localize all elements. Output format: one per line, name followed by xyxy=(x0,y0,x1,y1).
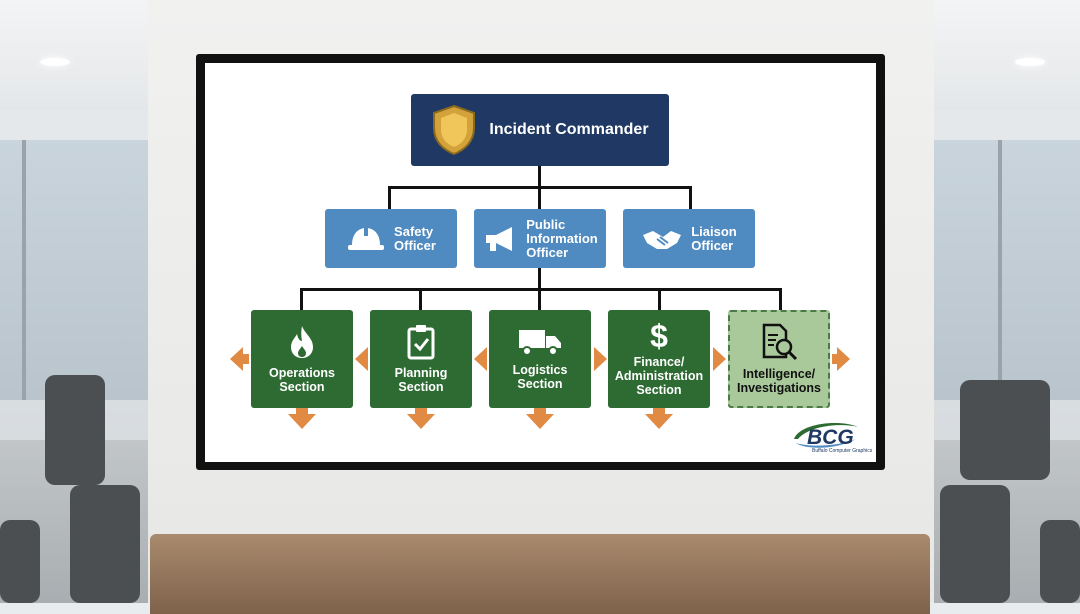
right-arrow-icon xyxy=(713,347,726,371)
down-arrow-icon xyxy=(407,414,435,429)
safety-officer-line2: Officer xyxy=(394,237,436,253)
connector-line xyxy=(300,288,303,310)
connector-line xyxy=(658,288,661,310)
window-mullion xyxy=(22,140,26,400)
left-arrow-icon xyxy=(230,347,243,371)
incident-commander-label: Incident Commander xyxy=(489,121,649,138)
safety-officer-line1: Safety xyxy=(394,223,434,239)
incident-commander-box: Incident Commander xyxy=(411,94,669,166)
right-arrow-icon xyxy=(837,347,850,371)
connector-line xyxy=(779,288,782,310)
chair xyxy=(45,375,105,485)
ceiling-light xyxy=(1015,58,1045,66)
connector-line xyxy=(538,288,541,310)
intel-line1: Intelligence/ xyxy=(742,367,816,381)
flame-icon xyxy=(287,324,317,360)
right-arrow-icon xyxy=(594,347,607,371)
arrow-stem xyxy=(243,354,249,364)
document-search-icon xyxy=(760,323,798,361)
chair xyxy=(960,380,1050,480)
truck-icon xyxy=(518,327,562,357)
connector-line xyxy=(538,186,541,209)
logistics-section-box: Logistics Section xyxy=(489,310,591,408)
operations-line2: Section xyxy=(279,380,325,394)
planning-section-box: Planning Section xyxy=(370,310,472,408)
logo-text: BCG xyxy=(807,426,854,449)
handshake-icon xyxy=(641,225,683,253)
clipboard-check-icon xyxy=(406,324,436,360)
connector-line xyxy=(538,166,541,188)
planning-line2: Section xyxy=(398,380,444,394)
operations-line1: Operations xyxy=(269,366,335,380)
chair xyxy=(0,520,40,603)
down-arrow-stem xyxy=(415,408,427,415)
window-mullion xyxy=(998,140,1002,400)
chair xyxy=(70,485,140,603)
chair xyxy=(940,485,1010,603)
ceiling-light xyxy=(40,58,70,66)
dollar-icon: $ xyxy=(650,318,668,354)
operations-section-box: Operations Section xyxy=(251,310,353,408)
down-arrow-icon xyxy=(526,414,554,429)
logistics-line1: Logistics xyxy=(512,363,568,377)
pio-line1: Public xyxy=(526,216,566,232)
safety-officer-box: Safety Officer xyxy=(325,209,457,268)
connector-line xyxy=(419,288,422,310)
pio-line3: Officer xyxy=(526,244,569,260)
chair xyxy=(1040,520,1080,603)
megaphone-icon xyxy=(482,224,518,254)
display-screen: Incident Commander Safety Officer Public… xyxy=(205,63,876,462)
connector-line xyxy=(300,288,782,291)
down-arrow-icon xyxy=(288,414,316,429)
left-arrow-icon xyxy=(474,347,487,371)
conference-table xyxy=(150,534,930,614)
finance-line1: Finance/ xyxy=(633,355,685,369)
planning-line1: Planning xyxy=(394,366,448,380)
public-information-officer-box: Public Information Officer xyxy=(474,209,606,268)
pio-line2: Information xyxy=(526,230,598,246)
connector-line xyxy=(689,186,692,209)
finance-line3: Section xyxy=(636,383,682,397)
intel-line2: Investigations xyxy=(736,381,822,395)
liaison-officer-line2: Officer xyxy=(691,237,734,253)
connector-line xyxy=(538,268,541,290)
liaison-officer-box: Liaison Officer xyxy=(623,209,755,268)
logo-swoosh-icon xyxy=(794,423,858,448)
intelligence-investigations-box: Intelligence/ Investigations xyxy=(728,310,830,408)
shield-icon xyxy=(431,104,477,156)
down-arrow-stem xyxy=(296,408,308,415)
down-arrow-stem xyxy=(653,408,665,415)
down-arrow-stem xyxy=(534,408,546,415)
left-arrow-icon xyxy=(355,347,368,371)
down-arrow-icon xyxy=(645,414,673,429)
finance-administration-section-box: $ Finance/ Administration Section xyxy=(608,310,710,408)
window-right xyxy=(934,140,1080,400)
finance-line2: Administration xyxy=(614,369,704,383)
logo-subtitle: Buffalo Computer Graphics xyxy=(812,448,873,454)
hard-hat-icon xyxy=(346,225,386,253)
arrow-stem xyxy=(832,354,838,364)
logistics-line2: Section xyxy=(517,377,563,391)
liaison-officer-line1: Liaison xyxy=(691,223,737,239)
connector-line xyxy=(388,186,391,209)
